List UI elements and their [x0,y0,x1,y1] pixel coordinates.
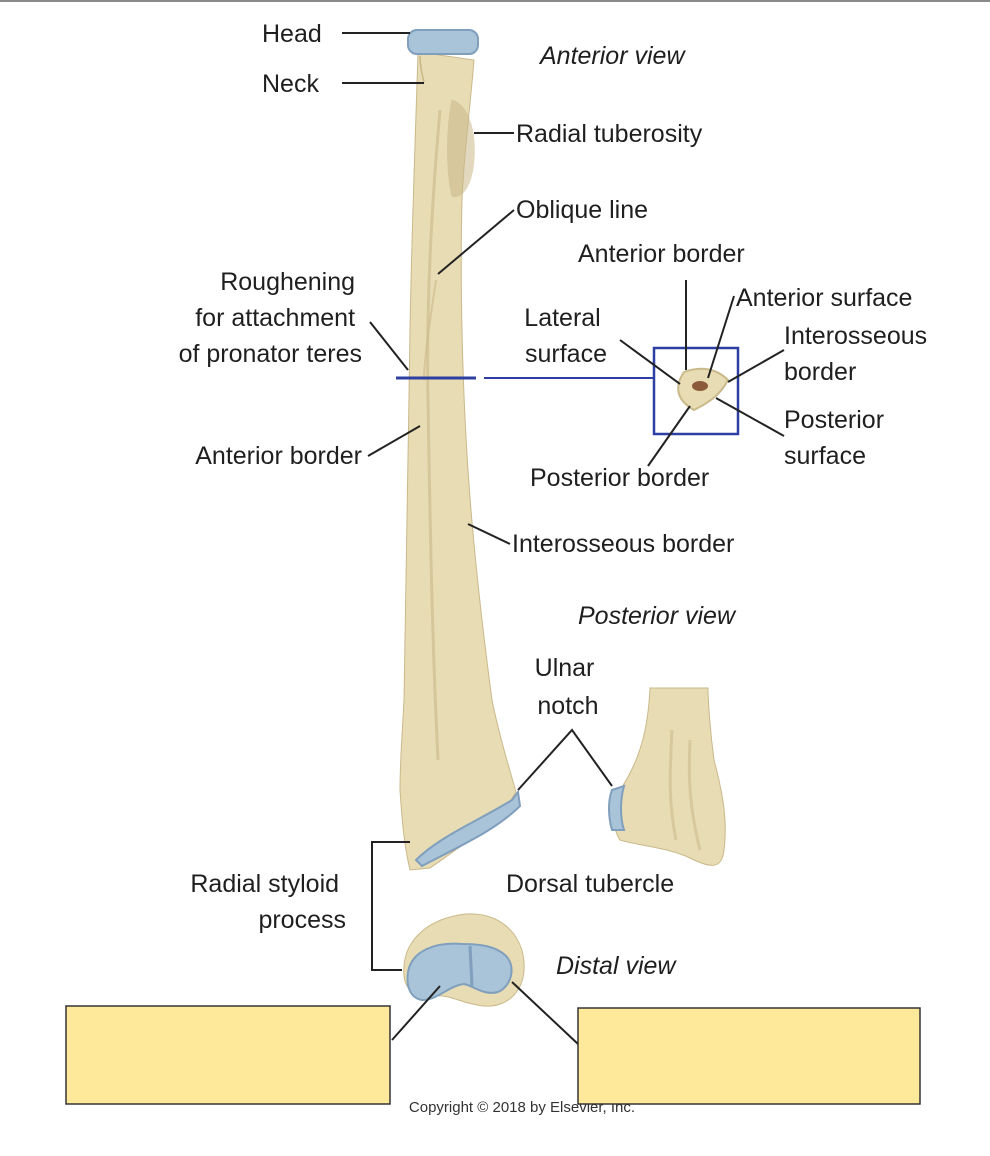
label-dorsal-tubercle: Dorsal tubercle [506,870,674,898]
leader-ulnar-notch [517,728,613,791]
distal-ridge [468,945,474,987]
leader-cs-anterior-surface [707,295,735,379]
cs-label-anterior-surface: Anterior surface [736,284,912,312]
label-radial-styloid-line2: process [258,906,346,934]
label-head: Head [262,20,322,48]
blank-label-box-right[interactable] [577,1007,921,1105]
label-roughening-line3: of pronator teres [179,340,362,368]
section-box [652,346,740,436]
ulnar-notch-surface [608,784,626,831]
leader-cs-lateral-surface [619,339,681,385]
cs-label-interosseous-line2: border [784,358,856,386]
cs-label-posterior-surface-line2: surface [784,442,866,470]
leader-roughening [369,321,409,371]
distal-articular-surface [414,789,522,868]
view-title-distal: Distal view [556,952,677,980]
label-interosseous-border-shaft: Interosseous border [512,530,734,558]
cs-label-lateral-surface-line1: Lateral [524,304,600,332]
leader-oblique-line [437,209,515,275]
cs-label-posterior-surface-line1: Posterior [784,406,884,434]
oblique-ridge [423,279,437,381]
label-roughening-line1: Roughening [220,268,355,296]
label-neck: Neck [262,70,319,98]
blank-label-box-left[interactable] [65,1005,391,1105]
marrow-cavity [692,381,708,391]
leader-lines [342,32,785,1045]
posterior-ridges [668,729,702,851]
radius-distal-view [403,913,525,1007]
leader-anterior-border-left [367,425,421,457]
radial-head [407,29,479,55]
shaft-shading [426,109,442,761]
label-ulnar-notch-line1: Ulnar [535,654,595,682]
cs-label-lateral-surface-line2: surface [525,340,607,368]
label-radial-styloid-line1: Radial styloid [190,870,339,898]
leader-blank-left [391,985,441,1041]
radius-anterior-view [399,29,522,871]
label-roughening: Roughening for attachment of pronator te… [179,268,362,368]
leader-interosseous-border-shaft [467,523,511,545]
leader-blank-right [511,981,579,1045]
cs-label-interosseous-border: Interosseous border [784,322,934,386]
cross-section-indicator [396,346,740,436]
radial-neck-outline [419,55,425,83]
cs-label-lateral-surface: Lateral surface [524,304,607,368]
cs-label-posterior-surface: Posterior surface [784,406,891,470]
cs-label-posterior-border: Posterior border [530,464,709,492]
leader-cs-posterior-border [647,405,691,467]
label-ulnar-notch-line2: notch [537,692,598,720]
label-anterior-border-left: Anterior border [195,442,362,470]
radius-posterior-view [608,687,726,866]
distal-carpal-surfaces [406,942,513,1002]
label-radial-tuberosity: Radial tuberosity [516,120,703,148]
leader-cs-interosseous-border [727,349,785,383]
view-title-posterior: Posterior view [578,602,737,630]
label-ulnar-notch: Ulnar notch [535,654,602,720]
label-oblique-line: Oblique line [516,196,648,224]
label-radial-styloid-process: Radial styloid process [190,870,346,934]
view-title-anterior: Anterior view [538,42,686,70]
radial-tuberosity-shape [447,99,475,198]
leader-radial-styloid [371,841,410,971]
leader-cs-posterior-surface [715,397,785,437]
cs-label-anterior-border: Anterior border [578,240,745,268]
label-roughening-line2: for attachment [195,304,355,332]
top-border [0,0,990,2]
cs-label-interosseous-line1: Interosseous [784,322,927,350]
